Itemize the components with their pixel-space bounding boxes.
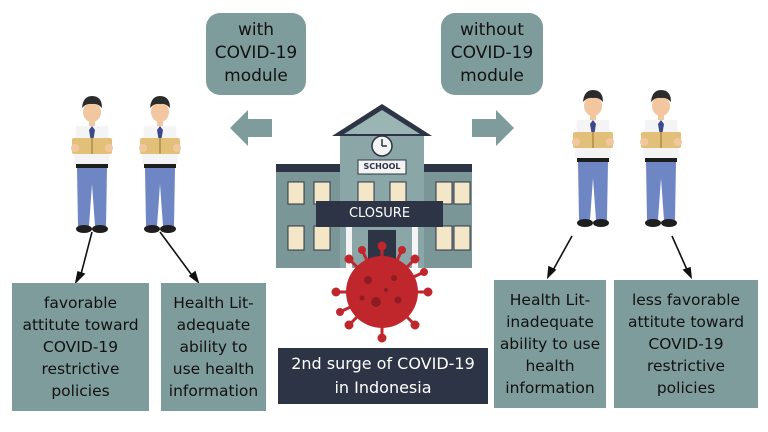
adequate-health-literacy-box: Health Lit- adequate ability to use heal… [161,283,266,411]
connector-arrow-4 [671,235,689,273]
connector-arrow-1 [79,231,93,279]
with-module-bubble: with COVID-19 module [206,13,306,95]
favorable-attitude-box: favorable attitute toward COVID-19 restr… [12,283,149,411]
school-building [276,104,472,268]
virus-icon [331,241,433,343]
student-figure-1 [70,95,114,234]
closure-label: CLOSURE [316,201,443,227]
right-arrow [472,110,514,146]
inadequate-health-literacy-box: Health Lit- inadequate ability to use he… [494,280,606,408]
student-figure-3 [571,89,615,228]
left-arrow [230,110,272,146]
without-module-bubble: without COVID-19 module [441,13,543,95]
connector-arrowhead-1 [74,270,86,285]
student-figure-2 [138,95,182,234]
connector-arrowhead-2 [188,270,200,285]
school-sign: SCHOOL [363,162,401,171]
connector-arrowhead-3 [546,265,557,280]
student-figure-4 [639,89,683,228]
connector-arrowhead-4 [682,266,693,280]
surge-label: 2nd surge of COVID-19 in Indonesia [278,348,488,404]
connector-arrow-3 [551,235,573,273]
connector-arrow-2 [159,231,195,279]
less-favorable-attitude-box: less favorable attitute toward COVID-19 … [614,280,758,408]
